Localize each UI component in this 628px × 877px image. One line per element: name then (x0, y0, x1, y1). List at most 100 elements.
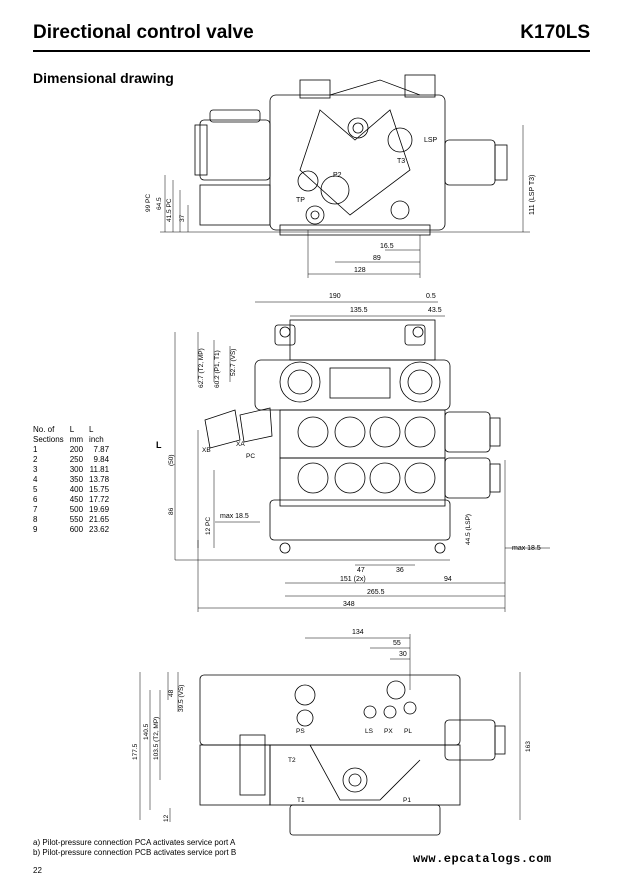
table-row: 4 350 13.78 (33, 475, 115, 485)
port-lsp: LSP (424, 137, 438, 144)
table-header-cell: L (69, 425, 75, 434)
page-title: Directional control valve (33, 22, 254, 43)
port-xb: XB (202, 447, 211, 454)
dim-max-18-5-right: max 18.5 (512, 545, 541, 552)
view-2-labels: 190 0.5 135.5 43.5 62.7 (T2, MP) 60.2 (P… (156, 293, 541, 608)
table-cell: 5 (33, 485, 38, 494)
dim-16-5: 16.5 (380, 243, 394, 250)
port-t2: T2 (288, 757, 296, 764)
dim-265-5: 265.5 (367, 589, 385, 596)
table-cell: 13.78 (89, 475, 110, 484)
dim-64-5: 64.5 (156, 197, 163, 210)
view-2-dimensions (174, 301, 550, 612)
dim-44-5-lsp: 44.5 (LSP) (465, 514, 472, 545)
table-cell: 350 (69, 475, 84, 484)
port-p1: P1 (403, 797, 411, 804)
watermark-link[interactable]: www.epcatalogs.com (413, 852, 552, 866)
table-cell: 19.69 (89, 505, 110, 514)
dim-128: 128 (354, 267, 366, 274)
table-cell: 7 (33, 505, 38, 514)
dim-52-7: 52.7 (VS) (230, 349, 237, 376)
table-row: 6 450 17.72 (33, 495, 115, 505)
dim-134: 134 (352, 629, 364, 636)
dim-177-5: 177.5 (132, 743, 139, 760)
dim-94: 94 (444, 576, 452, 583)
table-cell: 450 (69, 495, 84, 504)
dim-140-5: 140.5 (143, 723, 150, 740)
dim-135-5: 135.5 (350, 307, 368, 314)
view-3-outline (199, 674, 506, 836)
table-row: 7 500 19.69 (33, 505, 115, 515)
table-cell: 1 (33, 445, 38, 454)
dim-99-pc: 99 PC (145, 194, 152, 212)
table-cell: 2 (33, 455, 38, 464)
view-3-labels: 134 55 30 48 39.5 (VS) 140.5 103.5 (T2, … (132, 629, 532, 822)
table-cell: 550 (69, 515, 84, 524)
footnotes: a) Pilot-pressure connection PCA activat… (33, 838, 236, 858)
table-cell: 250 (69, 455, 84, 464)
table-cell: 500 (69, 505, 84, 514)
port-ls: LS (365, 728, 374, 735)
dim-86: 86 (168, 507, 175, 515)
table-header-cell: inch (89, 435, 104, 444)
dim-30: 30 (399, 651, 407, 658)
dim-37: 37 (179, 214, 186, 222)
model-code: K170LS (520, 22, 590, 43)
dim-60-2: 60.2 (P1, T1) (214, 350, 221, 388)
port-xa: XA (236, 441, 245, 448)
header-rule (33, 50, 590, 52)
dim-103-5: 103.5 (T2, MP) (153, 717, 160, 760)
dim-39-5-vs: 39.5 (VS) (178, 685, 185, 712)
table-cell: 200 (69, 445, 84, 454)
port-pl: PL (404, 728, 412, 735)
table-cell: 23.62 (89, 525, 110, 534)
table-cell: 21.65 (89, 515, 110, 524)
view-2-outline (204, 319, 501, 554)
dim-41-5-pc: 41.5 PC (166, 198, 173, 222)
dim-36: 36 (396, 567, 404, 574)
dim-47: 47 (357, 567, 365, 574)
port-p2: P2 (333, 172, 342, 179)
page-number: 22 (33, 866, 42, 875)
dim-151-2x: 151 (2x) (340, 576, 366, 583)
table-header-row: No. of L L (33, 425, 115, 435)
port-pc: PC (246, 453, 255, 460)
dim-62-7: 62.7 (T2, MP) (198, 348, 205, 388)
table-header-cell: Sections (33, 435, 64, 444)
dim-50: (50) (168, 454, 175, 466)
dim-max-18-5-left: max 18.5 (220, 513, 249, 520)
dim-0-5: 0.5 (426, 293, 436, 300)
table-cell: 4 (33, 475, 38, 484)
view-1-outline (194, 74, 508, 236)
dim-163: 163 (525, 741, 532, 752)
table-cell: 15.75 (89, 485, 110, 494)
port-tp: TP (296, 197, 305, 204)
table-row: 5 400 15.75 (33, 485, 115, 495)
dim-12-pc: 12 PC (205, 517, 212, 535)
table-cell: 11.81 (89, 465, 110, 474)
table-cell: 600 (69, 525, 84, 534)
table-header-cell: L (89, 425, 94, 434)
port-px: PX (384, 728, 393, 735)
section-title: Dimensional drawing (33, 70, 174, 86)
table-cell: 9.84 (93, 455, 110, 464)
table-header-cell: No. of (33, 425, 55, 434)
view-3-dimensions (139, 634, 521, 822)
footnote-a: a) Pilot-pressure connection PCA activat… (33, 838, 236, 847)
table-cell: 8 (33, 515, 38, 524)
table-cell: 400 (69, 485, 84, 494)
dim-111-lsp-t3: 111 (LSP T3) (529, 175, 536, 215)
table-cell: 300 (69, 465, 84, 474)
dim-348: 348 (343, 601, 355, 608)
dim-190: 190 (329, 293, 341, 300)
footnote-b: b) Pilot-pressure connection PCB activat… (33, 848, 237, 857)
port-t3: T3 (397, 158, 405, 165)
table-header-row: Sections mm inch (33, 435, 115, 445)
dim-89: 89 (373, 255, 381, 262)
table-cell: 6 (33, 495, 38, 504)
table-cell: 17.72 (89, 495, 110, 504)
